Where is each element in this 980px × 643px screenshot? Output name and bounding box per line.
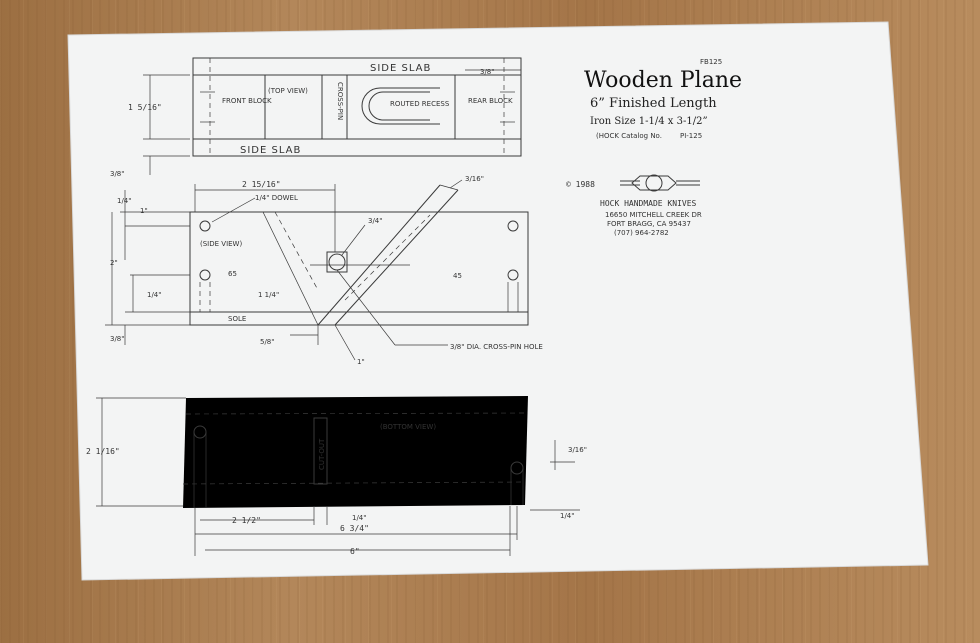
company-name: HOCK HANDMADE KNIVES (600, 199, 697, 208)
dim-dowel: 1/4" DOWEL (255, 194, 298, 202)
dim-1-side: 1" (140, 207, 148, 215)
dim-2-15-16: 2 15/16" (242, 180, 281, 189)
top-height-dim: 1 5/16" (128, 103, 162, 112)
dim-1-4-side: 1/4" (117, 197, 132, 205)
dim-2: 2" (110, 259, 118, 267)
dim-6: 6" (350, 547, 360, 556)
drawing-title: Wooden Plane (584, 68, 742, 93)
dim-5-8: 5/8" (260, 338, 275, 346)
company-phone: (707) 964-2782 (614, 229, 669, 237)
bottom-view-label: (BOTTOM VIEW) (380, 423, 436, 431)
routed-recess-label: ROUTED RECESS (390, 100, 450, 108)
dim-3-16-bottom: 3/16" (568, 446, 587, 454)
dim-1-4-bottom-b: 1/4" (560, 512, 575, 520)
dim-2-1-16: 2 1/16" (86, 447, 120, 456)
company-address-1: 16650 MITCHELL CREEK DR (605, 211, 702, 219)
dim-3-8-side: 3/8" (110, 335, 125, 343)
drawing-number: FB125 (700, 58, 722, 66)
angle-45: 45 (453, 272, 462, 280)
front-block-label: FRONT BLOCK (222, 97, 272, 105)
top-view-drawing (143, 57, 522, 175)
top-left-bottom-dim: 3/8" (110, 170, 125, 178)
dim-6-3-4: 6 3/4" (340, 524, 369, 533)
iron-size: Iron Size 1-1/4 x 3-1/2” (590, 116, 708, 127)
sole-label: SOLE (228, 315, 246, 323)
dim-1-small: 1" (357, 358, 365, 366)
dim-2-1-2: 2 1/2" (232, 516, 261, 525)
bottom-view-drawing (96, 396, 580, 556)
angle-65: 65 (228, 270, 237, 278)
side-view-label: (SIDE VIEW) (200, 240, 242, 248)
dim-3-4: 3/4" (368, 217, 383, 225)
side-slab-top-label: SIDE SLAB (370, 63, 431, 74)
cross-pin-label: CROSS-PIN (336, 82, 344, 120)
rear-block-label: REAR BLOCK (468, 97, 513, 105)
company-address-2: FORT BRAGG, CA 95437 (607, 220, 691, 228)
cross-pin-hole-note: 3/8" DIA. CROSS-PIN HOLE (450, 343, 543, 351)
hock-logo (620, 174, 700, 192)
side-slab-bottom-label: SIDE SLAB (240, 145, 301, 156)
dim-1-1-4: 1 1/4" (258, 291, 279, 299)
side-view-drawing (105, 179, 529, 361)
catalog-number: PI-125 (680, 132, 702, 140)
dim-1-4-lower: 1/4" (147, 291, 162, 299)
copyright-year: © 1988 (566, 180, 595, 189)
dim-1-4-bottom-a: 1/4" (352, 514, 367, 522)
catalog-label: (HOCK Catalog No. (596, 132, 662, 140)
top-right-dim: 3/8" (480, 68, 495, 76)
top-view-label: (TOP VIEW) (268, 87, 308, 95)
cut-out-label: CUT-OUT (318, 438, 326, 470)
drawing-subtitle: 6” Finished Length (590, 96, 717, 111)
dim-3-16-side: 3/16" (465, 175, 484, 183)
